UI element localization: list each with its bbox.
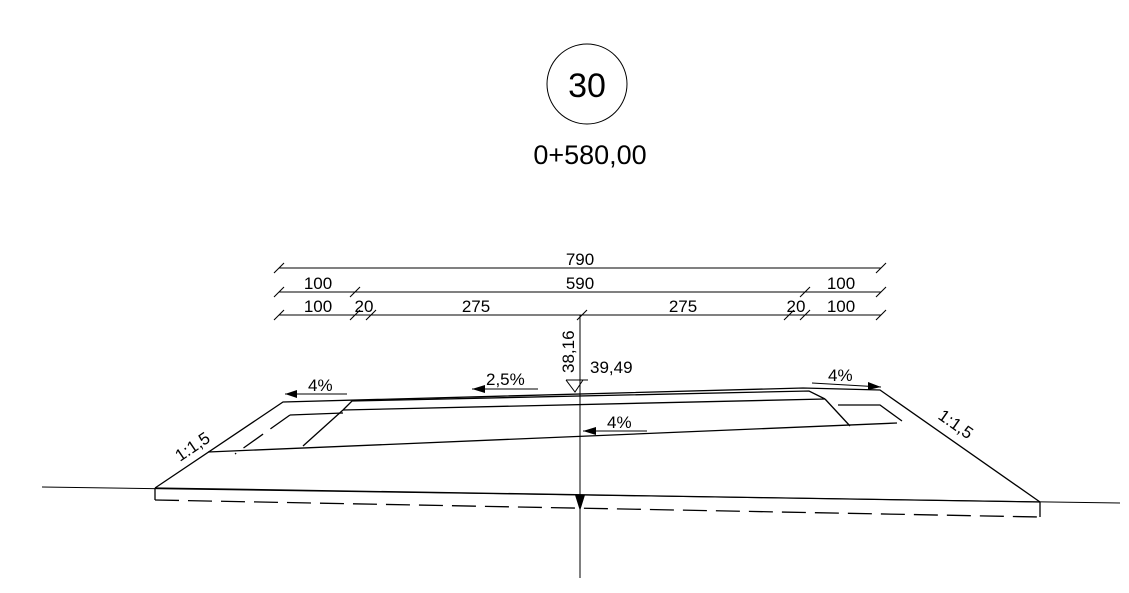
slope-side-right: 1:1,5 <box>935 406 977 443</box>
embankment-base-dashed <box>154 499 1041 518</box>
embankment-outline <box>154 387 1041 503</box>
dim-total-width: 790 <box>566 250 594 269</box>
slope-top-center: 2,5% <box>486 370 525 389</box>
dim-row3-left-small: 20 <box>355 297 374 316</box>
level-marker-icon <box>565 379 584 393</box>
slope-inner: 4% <box>607 413 632 432</box>
dim-row2-left: 100 <box>304 274 332 293</box>
embankment-base-top <box>154 487 1041 503</box>
slope-top-left: 4% <box>308 376 333 395</box>
dim-row2-right: 100 <box>827 274 855 293</box>
pavement-second-layer <box>342 398 826 411</box>
subgrade-line <box>207 422 898 453</box>
station-label: 0+580,00 <box>533 140 646 170</box>
dim-row3-right: 100 <box>827 297 855 316</box>
dim-row3-right-small: 20 <box>787 297 806 316</box>
slope-arrows <box>285 382 882 435</box>
dim-row3-left: 100 <box>304 297 332 316</box>
dim-row3-left-lane: 275 <box>462 297 490 316</box>
dim-row2-middle: 590 <box>566 274 594 293</box>
pavement-top-layer <box>342 390 826 411</box>
section-number: 30 <box>568 67 606 105</box>
vertical-level-label: 38,16 <box>559 330 578 373</box>
slope-side-left: 1:1,5 <box>172 428 214 465</box>
slope-top-right: 4% <box>828 366 853 385</box>
axis-level-label: 39,49 <box>590 358 633 377</box>
dim-row3-right-lane: 275 <box>669 297 697 316</box>
axis-arrow-icon <box>575 495 585 511</box>
section-number-circle <box>546 43 628 125</box>
